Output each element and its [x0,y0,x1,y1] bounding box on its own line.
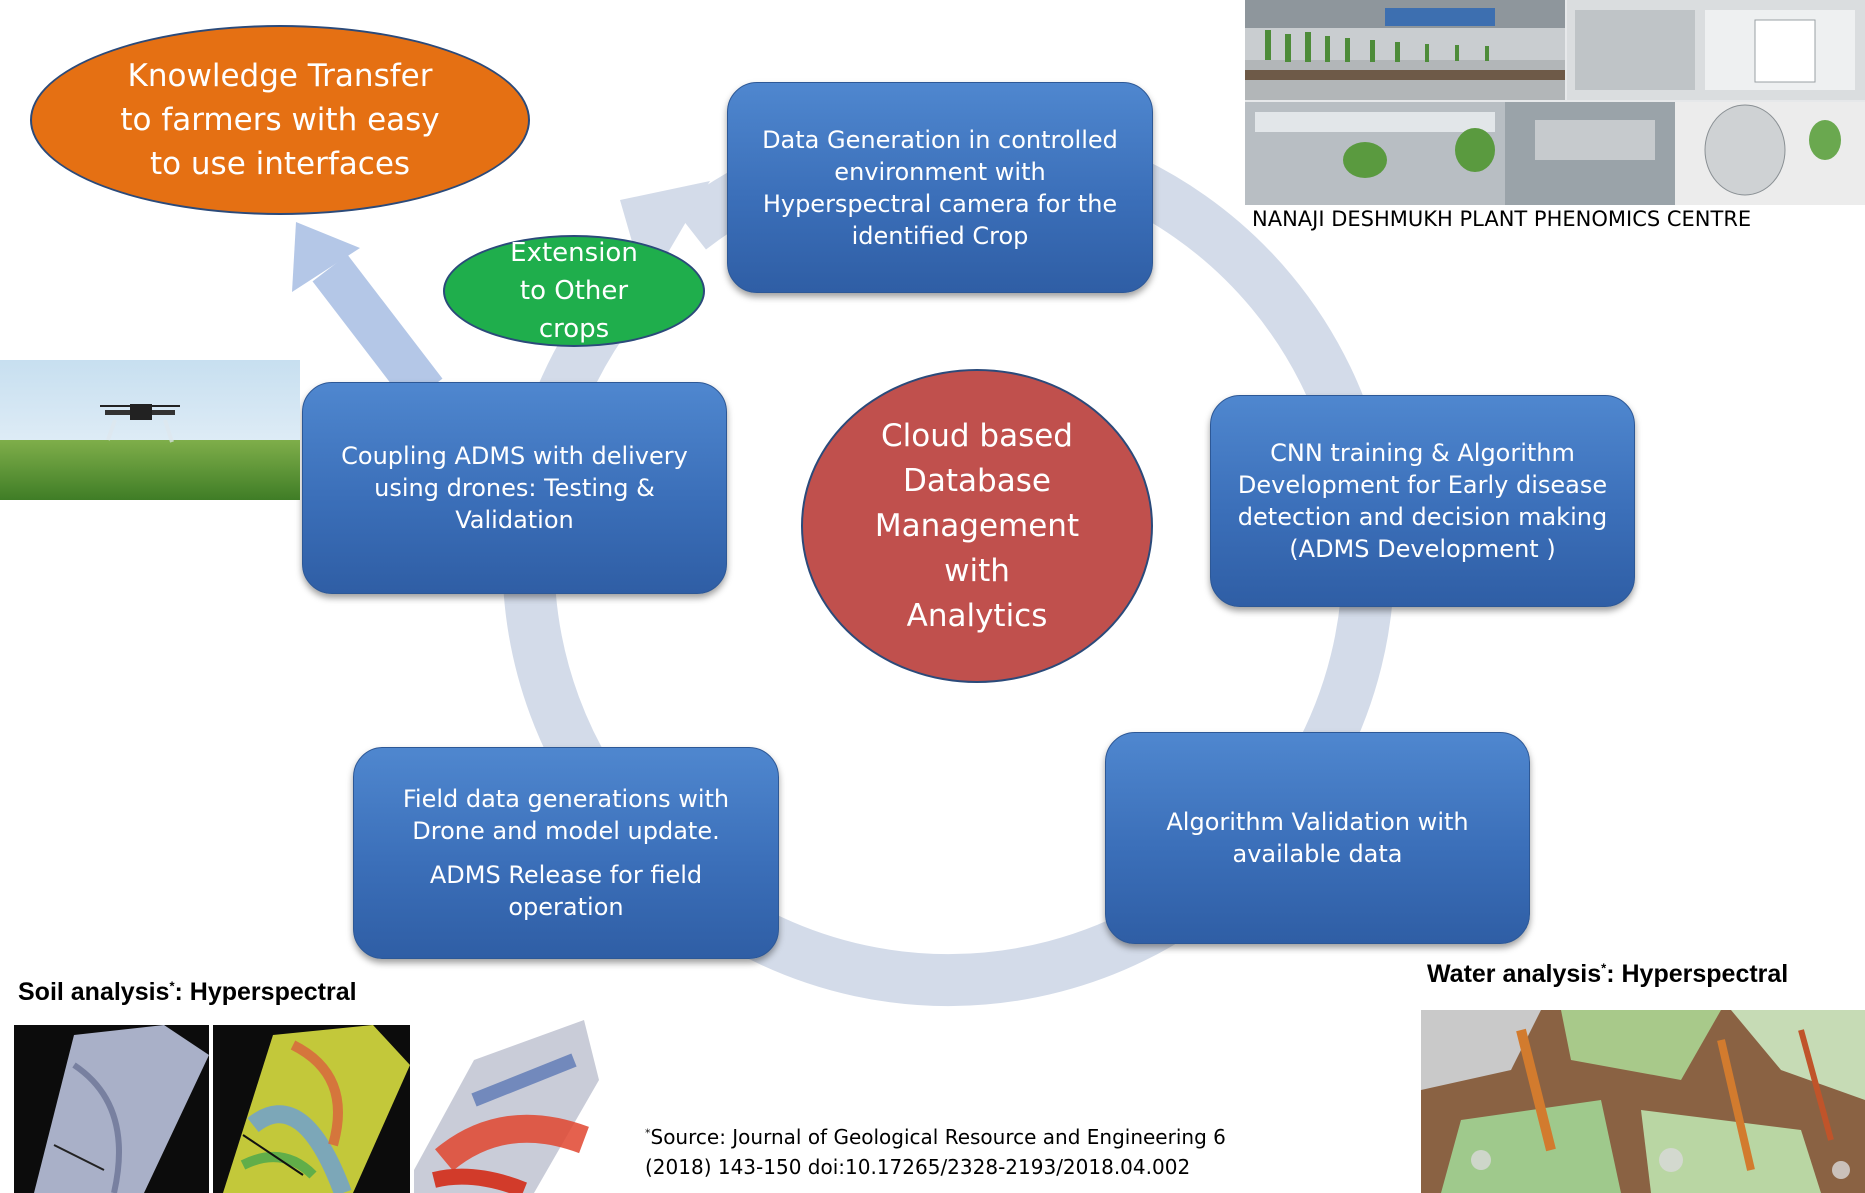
knowledge-transfer-arrow [292,222,443,406]
cnn-training-line-1: CNN training & Algorithm [1270,439,1575,467]
center-line-3: Management [874,507,1080,544]
soil-image-3 [414,1020,599,1193]
data-generation-line-3: Hyperspectral camera for the [762,189,1118,218]
cnn-training-line-2: Development for Early disease [1237,471,1608,499]
knowledge-transfer-line-3: to use interfaces [149,146,411,182]
knowledge-transfer-ellipse: Knowledge Transfer to farmers with easy … [30,25,530,215]
algorithm-validation-line-2: available data [1232,840,1403,868]
soil-analysis-suffix: : Hyperspectral [174,978,357,1006]
water-analysis-suffix: : Hyperspectral [1606,960,1789,988]
coupling-line-3: Validation [455,506,574,534]
center-line-2: Database [903,462,1051,499]
soil-analysis-label: Soil analysis [18,978,170,1006]
soil-image-1 [14,1025,209,1193]
soil-analysis-mark: * [169,978,175,994]
center-line-1: Cloud based [881,417,1073,454]
extension-line-2: to Other [519,276,629,306]
water-analysis-image [1421,1010,1865,1193]
center-line-4: with [944,552,1010,589]
field-data-line-1: Field data generations with [402,785,730,813]
cnn-training-box: CNN training & Algorithm Development for… [1210,395,1635,607]
field-data-box: Field data generations with Drone and mo… [353,747,779,959]
data-generation-line-2: environment with [834,157,1046,186]
drone-photo [0,360,300,500]
center-line-5: Analytics [906,597,1048,634]
data-generation-line-4: identified Crop [851,221,1029,250]
phenomics-photo-collage [1245,0,1865,205]
extension-line-1: Extension [510,238,638,268]
algorithm-validation-line-1: Algorithm Validation with [1166,808,1469,836]
source-citation-line-1: *Source: Journal of Geological Resource … [645,1125,1226,1149]
field-data-line-4: operation [508,893,624,921]
soil-analysis-caption: Soil analysis*: Hyperspectral [18,978,357,1007]
water-analysis-mark: * [1601,960,1607,976]
coupling-box: Coupling ADMS with delivery using drones… [302,382,727,594]
data-generation-line-1: Data Generation in controlled [762,125,1118,154]
knowledge-transfer-line-1: Knowledge Transfer [127,58,433,94]
field-data-line-2: Drone and model update. [412,817,720,845]
source-citation-line-2: (2018) 143-150 doi:10.17265/2328-2193/20… [645,1155,1191,1179]
extension-line-3: crops [538,314,610,344]
cloud-database-circle: Cloud based Database Management with Ana… [801,369,1153,683]
coupling-line-1: Coupling ADMS with delivery [341,442,688,470]
field-data-line-3: ADMS Release for field [429,861,703,889]
algorithm-validation-box: Algorithm Validation with available data [1105,732,1530,944]
data-generation-box: Data Generation in controlled environmen… [727,82,1153,293]
coupling-line-2: using drones: Testing & [374,474,655,502]
cnn-training-line-3: detection and decision making [1237,503,1608,531]
soil-image-2 [213,1025,410,1193]
extension-ellipse: Extension to Other crops [443,235,705,347]
phenomics-caption: NANAJI DESHMUKH PLANT PHENOMICS CENTRE [1252,207,1752,231]
source-mark: * [645,1126,651,1140]
water-analysis-label: Water analysis [1427,960,1602,988]
cnn-training-line-4: (ADMS Development ) [1289,535,1556,563]
knowledge-transfer-line-2: to farmers with easy [120,102,440,138]
water-analysis-caption: Water analysis*: Hyperspectral [1427,960,1788,989]
source-line-1-text: Source: Journal of Geological Resource a… [650,1125,1226,1149]
